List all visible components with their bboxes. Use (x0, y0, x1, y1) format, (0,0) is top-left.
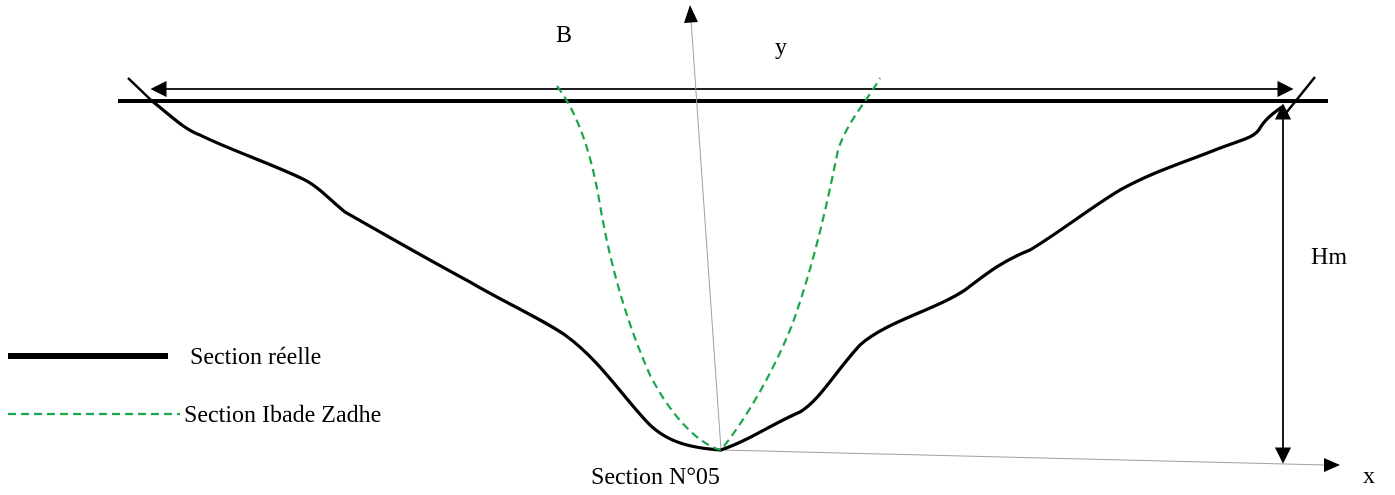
legend-ibade-label: Section Ibade Zadhe (184, 402, 381, 428)
height-label: Hm (1311, 244, 1347, 270)
width-label: B (556, 22, 572, 48)
x-axis-arrowhead (1324, 458, 1340, 472)
real-section-curve (150, 99, 1284, 452)
y-axis-label: y (775, 34, 787, 60)
right-bank-tick (1281, 76, 1316, 119)
legend-real-label: Section réelle (190, 344, 321, 370)
ibade-section-curve (556, 77, 881, 452)
section-caption: Section N°05 (591, 464, 720, 490)
y-axis-arrowhead (684, 5, 698, 23)
left-bank-tick (127, 77, 153, 102)
x-axis-label: x (1363, 463, 1375, 489)
x-axis-line (720, 449, 1327, 466)
y-axis-line (690, 19, 722, 451)
